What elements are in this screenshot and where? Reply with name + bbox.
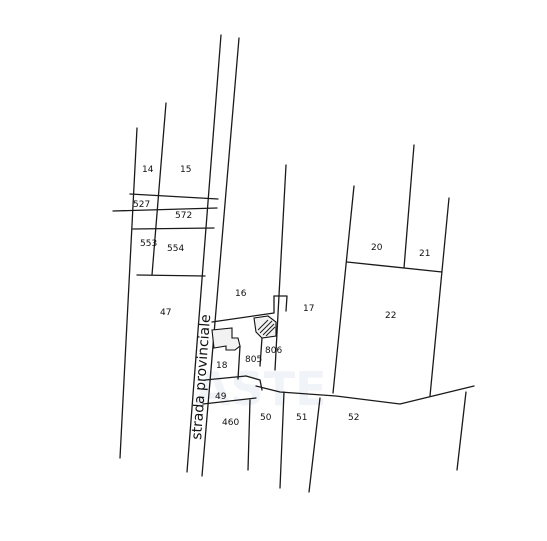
boundary-21-right [429,197,450,397]
parcel-805-label: 805 [245,355,262,365]
boundary-20-21 [403,144,415,269]
parcel-14-label: 14 [142,165,154,175]
boundary-52-right [456,391,467,471]
parcel-806-label: 806 [265,346,282,356]
boundary-527-bottom [112,207,218,212]
boundary-49-50 [247,399,251,471]
parcel-51-label: 51 [296,413,307,423]
parcel-18-label: 18 [216,361,228,371]
boundary-527-top [129,193,219,200]
parcel-20-label: 20 [371,243,383,253]
boundary-18-bottom [204,375,247,381]
boundary-16-notch [273,295,288,312]
parcel-52-label: 52 [348,413,359,423]
boundary-main-lower [255,385,475,405]
road-edge-left [186,34,222,473]
parcel-16-label: 16 [235,289,247,299]
boundary-left-outer [119,127,138,459]
boundary-left-inner [151,102,167,276]
hatch-pattern [257,319,276,337]
boundary-16-17 [274,164,287,371]
parcel-21-label: 21 [419,249,430,259]
parcel-22-label: 22 [385,311,396,321]
parcel-460-label: 460 [222,418,239,428]
boundary-49-bottom [202,397,257,405]
boundary-554-bottom [136,274,206,277]
parcel-15-label: 15 [180,165,191,175]
boundary-22-top [346,261,443,273]
boundary-50-51 [279,391,285,489]
boundary-805-806 [259,337,263,367]
parcel-17-label: 17 [303,304,314,314]
boundary-51-52 [308,397,321,493]
parcel-553-label: 553 [140,239,157,249]
building-18 [211,327,241,351]
boundary-17-22 [332,185,355,394]
boundary-16-inner [211,295,275,323]
watermark: ASTE [195,362,327,416]
building-806 [253,315,277,339]
parcel-572-label: 572 [175,211,192,221]
parcel-554-label: 554 [167,244,184,254]
parcel-50-label: 50 [260,413,272,423]
boundary-18-805 [237,345,241,380]
boundary-572-bottom [132,227,215,230]
parcel-527-label: 527 [133,200,150,210]
parcel-47-label: 47 [160,308,171,318]
parcel-49-label: 49 [215,392,227,402]
